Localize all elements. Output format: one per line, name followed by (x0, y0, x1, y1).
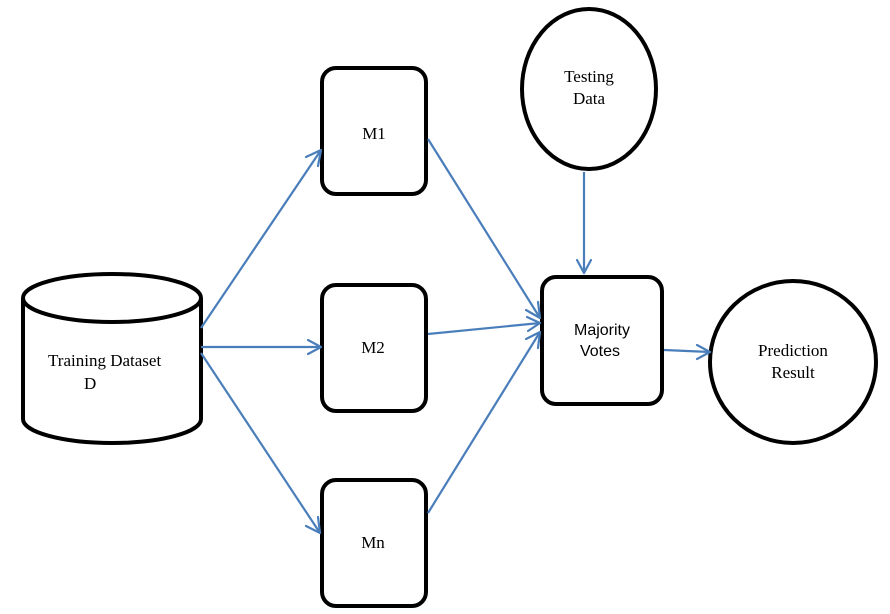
testing-data-label: Testing (564, 67, 614, 86)
majority-votes-sublabel: Votes (580, 343, 620, 360)
arrow-training-to-m1 (200, 148, 323, 329)
arrow-training-to-mn (200, 352, 322, 535)
model-mn-box (320, 478, 428, 608)
arrow-testing-to-majority (575, 172, 593, 275)
testing-data-node: Testing Data (520, 7, 658, 171)
testing-data-circle (520, 7, 658, 171)
training-dataset-label: Training Dataset (48, 351, 161, 370)
arrow-m1-to-majority (427, 138, 542, 320)
cylinder-body (21, 298, 203, 445)
model-m1-node: M1 (320, 66, 428, 196)
model-m2-box (320, 283, 428, 413)
model-m1-box (320, 66, 428, 196)
model-m2-label: M2 (361, 338, 385, 357)
arrow-m2-to-majority (427, 315, 542, 336)
arrow-mn-to-majority (427, 330, 542, 514)
model-m2-node: M2 (320, 283, 428, 413)
majority-votes-box (540, 275, 664, 406)
cylinder-top (21, 272, 203, 324)
majority-votes-label: Majority (574, 322, 630, 339)
majority-votes-node: Majority Votes (540, 275, 664, 406)
training-dataset-node: Training Dataset D (21, 272, 203, 445)
testing-data-sublabel: Data (573, 89, 606, 108)
arrow-training-to-m2 (201, 338, 323, 356)
prediction-result-circle (708, 279, 878, 445)
prediction-result-sublabel: Result (771, 363, 815, 382)
arrow-majority-to-prediction (663, 343, 712, 361)
model-m1-label: M1 (362, 124, 386, 143)
model-mn-label: Mn (361, 533, 385, 552)
prediction-result-label: Prediction (758, 341, 828, 360)
prediction-result-node: Prediction Result (708, 279, 878, 445)
model-mn-node: Mn (320, 478, 428, 608)
training-dataset-sublabel: D (84, 374, 96, 393)
